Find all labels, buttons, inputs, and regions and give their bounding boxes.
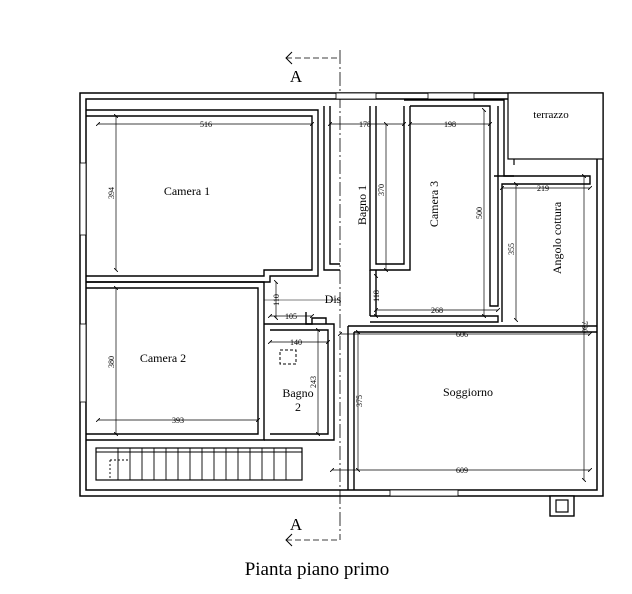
room-label-bagno2: Bagno <box>282 386 313 400</box>
room-label-angolo-cottura: Angolo cottura <box>550 201 564 274</box>
dim-camera1-width: 516 <box>200 120 212 129</box>
room-label-terrazzo: terrazzo <box>533 109 569 121</box>
dim-soggiorno-top: 606 <box>456 330 468 339</box>
room-label-camera3: Camera 3 <box>427 181 441 227</box>
dim-angolo-width: 219 <box>537 184 549 193</box>
room-label-camera2: Camera 2 <box>140 351 186 365</box>
dim-bagno2-width: 140 <box>290 338 302 347</box>
shower <box>279 349 297 365</box>
dim-bagno2-height: 243 <box>309 376 318 388</box>
dim-dis-268: 268 <box>431 306 443 315</box>
dim-angolo-height: 355 <box>507 243 516 255</box>
room-label-soggiorno: Soggiorno <box>443 385 493 399</box>
dim-dis-110: 110 <box>272 294 281 306</box>
section-line <box>285 50 341 547</box>
dim-camera3-width: 198 <box>444 120 456 129</box>
dim-camera3-height: 500 <box>475 207 484 219</box>
dimension-lines <box>98 110 590 480</box>
dim-camera2-width: 393 <box>172 416 184 425</box>
dim-bagno1-width: 178 <box>359 120 371 129</box>
dim-right-730: 730 <box>580 321 589 333</box>
room-label-bagno2-number: 2 <box>295 400 301 414</box>
dim-soggiorno-bottom: 609 <box>456 466 468 475</box>
room-label-camera1: Camera 1 <box>164 184 210 198</box>
windows <box>79 92 475 497</box>
dimension-labels: 516 394 178 370 198 500 219 355 380 393 … <box>107 120 589 475</box>
outer-walls <box>79 92 604 517</box>
dim-soggiorno-height: 375 <box>355 395 364 407</box>
dim-bagno1-height: 370 <box>377 184 386 196</box>
plan-title: Pianta piano primo <box>245 559 390 580</box>
room-label-bagno1: Bagno 1 <box>355 185 369 225</box>
staircase <box>95 447 303 481</box>
dim-dis-118: 118 <box>372 290 381 302</box>
section-mark-bottom: A <box>290 515 303 534</box>
room-label-dis: Dis <box>325 292 342 306</box>
dim-camera2-height: 380 <box>107 356 116 368</box>
dim-camera1-height: 394 <box>107 187 116 199</box>
section-mark-top: A <box>290 67 303 86</box>
room-labels: Camera 1 Camera 2 Bagno 1 Camera 3 Angol… <box>140 109 569 414</box>
dim-dis-105: 105 <box>285 312 297 321</box>
